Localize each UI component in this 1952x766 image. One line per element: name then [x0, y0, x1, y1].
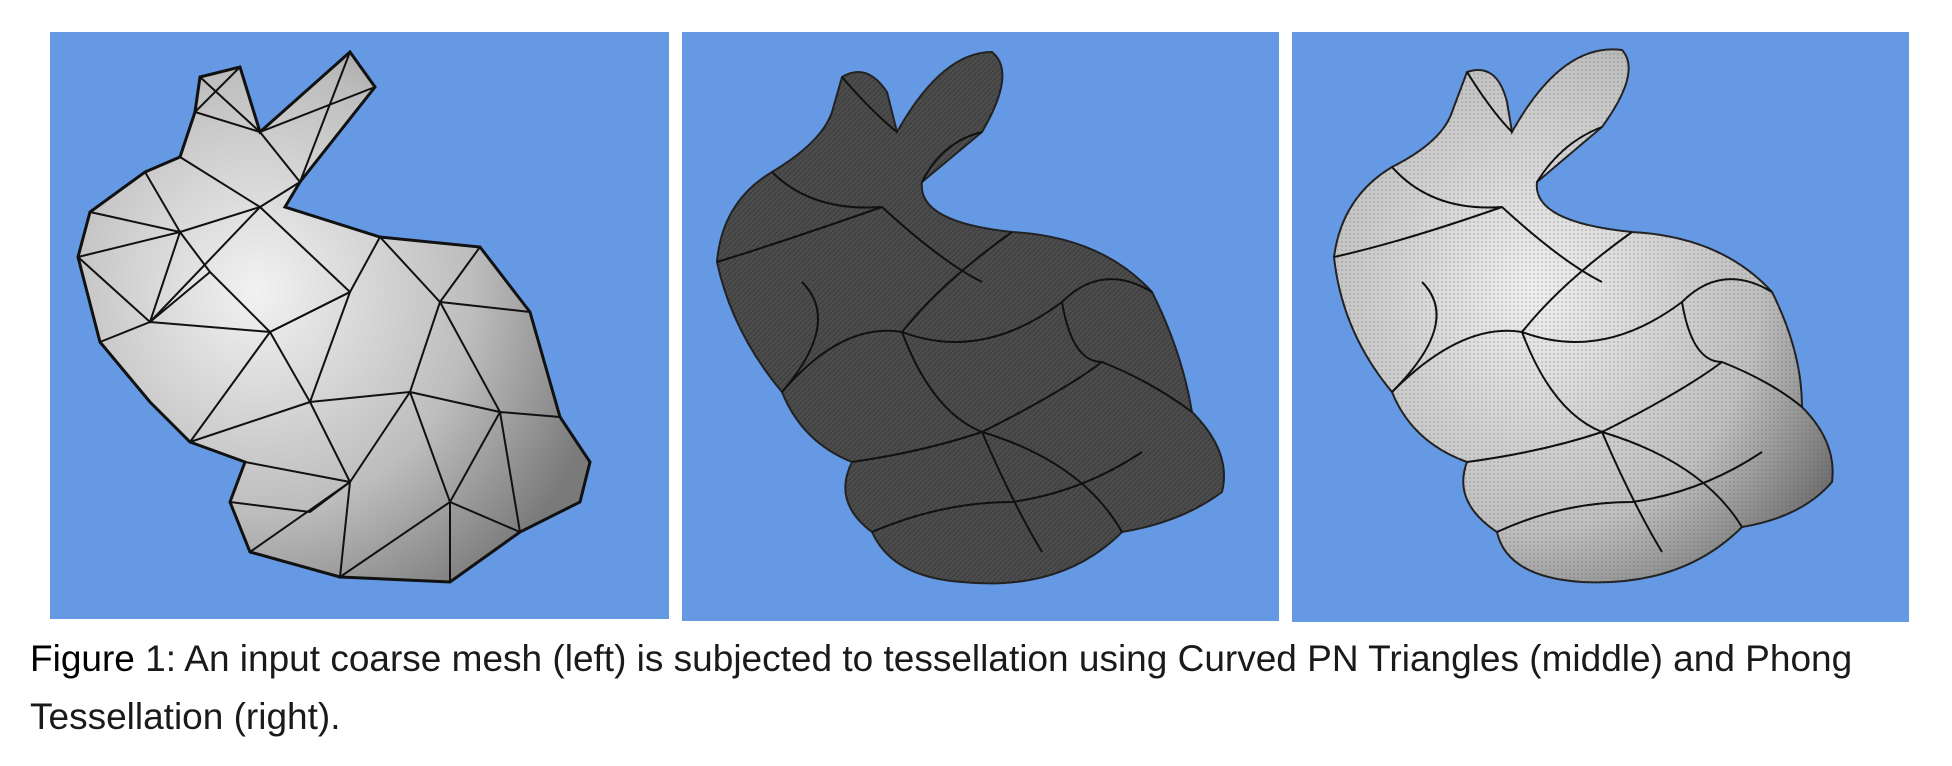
figure-caption-text: 1: An input coarse mesh (left) is subjec…: [30, 638, 1853, 737]
figure-panel-left: [50, 32, 669, 619]
figure-panel-right: [1292, 32, 1909, 622]
figure-label: Figure: [30, 638, 135, 679]
bunny-pn-triangles-image: [715, 50, 1225, 585]
bunny-phong-tessellation-image: [1332, 48, 1834, 584]
figure-panel-middle: [682, 32, 1279, 621]
bunny-coarse-mesh-image: [76, 49, 592, 584]
figure-caption: Figure 1: An input coarse mesh (left) is…: [30, 630, 1930, 746]
